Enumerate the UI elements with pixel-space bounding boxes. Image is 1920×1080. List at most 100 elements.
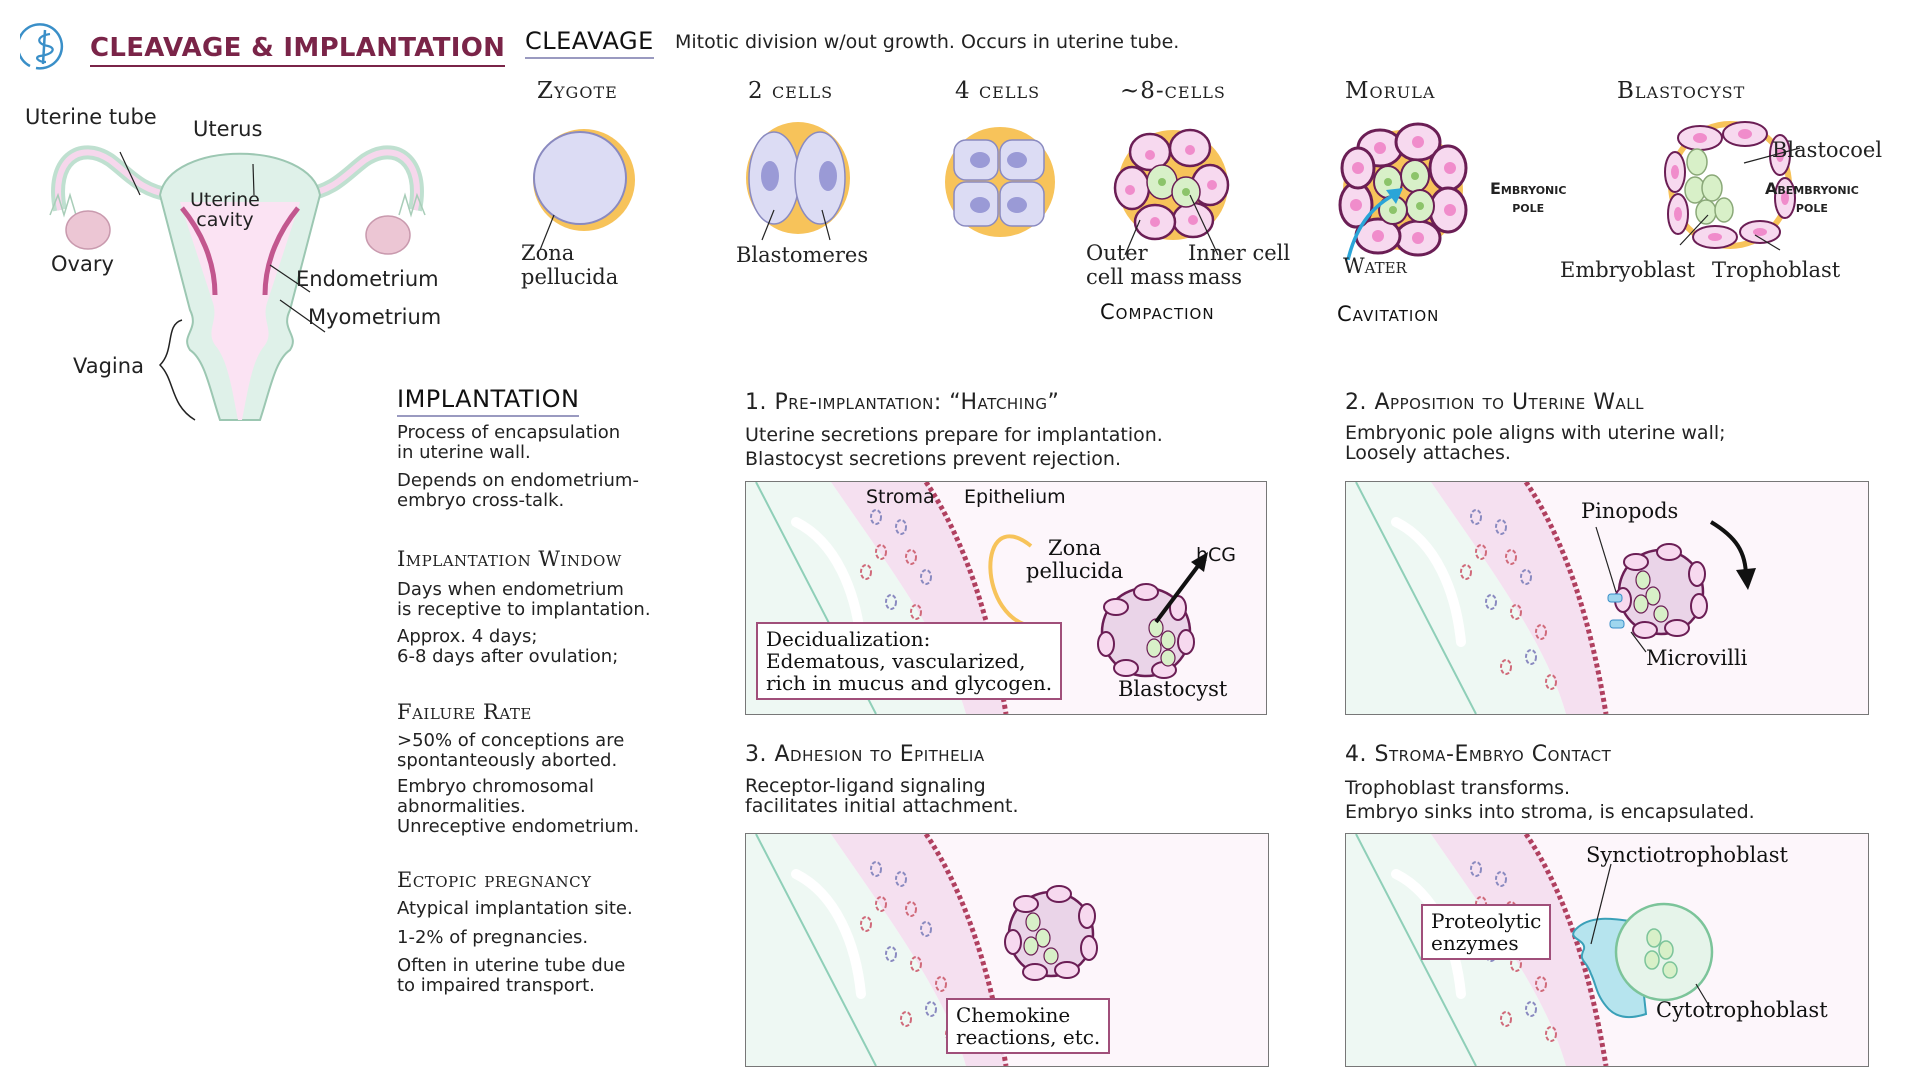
callout-proteolytic: Proteolytic enzymes (1421, 904, 1552, 960)
stroma-cell (860, 916, 872, 932)
hatching-art (988, 534, 1208, 679)
stroma-cell (1535, 976, 1547, 992)
stroma-cell (1500, 1011, 1512, 1027)
pinopod (1609, 619, 1625, 629)
label-zona-pellucida-hatch: Zona pellucida (1026, 536, 1124, 583)
label-ovary: Ovary (51, 252, 114, 276)
stroma-cell (1495, 519, 1507, 535)
ovary-right (365, 215, 411, 255)
stage-title-zygote: Zygote (537, 78, 618, 104)
apposition-blastocyst (1614, 543, 1708, 639)
ovary-left (65, 210, 111, 250)
stroma-cell (1500, 659, 1512, 675)
step-4-description: Trophoblast transforms. Embryo sinks int… (1345, 777, 1755, 823)
uterine-tube-left (49, 145, 172, 218)
stroma-cell (920, 921, 932, 937)
label-blastomeres: Blastomeres (736, 243, 869, 267)
label-hcg: hCG (1196, 544, 1237, 566)
label-blastocyst-hatch: Blastocyst (1118, 677, 1228, 701)
label-vagina: Vagina (73, 354, 144, 378)
cytotrophoblast-embryo (1614, 902, 1714, 1002)
stage-title-8-cells: ~8-cells (1120, 78, 1226, 104)
ectopic-text-1: Atypical implantation site. (397, 898, 633, 919)
step-3-description: Receptor-ligand signaling facilitates in… (745, 775, 1019, 817)
stroma-cell (895, 871, 907, 887)
endometrium-left (180, 206, 218, 296)
stroma-cell (1510, 604, 1522, 620)
implantation-intro-2: Depends on endometrium- embryo cross-tal… (397, 470, 639, 511)
cleavage-heading: CLEAVAGE (525, 27, 654, 59)
stroma-cell (935, 976, 947, 992)
stage-title-2-cells: 2 cells (748, 78, 834, 104)
stroma-cell (900, 1011, 912, 1027)
stroma-cell (1545, 674, 1557, 690)
label-blastocoel: Blastocoel (1772, 138, 1883, 162)
label-inner-cell-mass: Inner cell mass (1188, 241, 1291, 289)
blastocyst (1664, 121, 1796, 249)
label-epithelium: Epithelium (964, 486, 1066, 508)
stroma-cell (1525, 649, 1537, 665)
adhesion-blastocyst (1004, 885, 1098, 981)
caduceus-icon (16, 23, 64, 70)
ectopic-text-2: 1-2% of pregnancies. (397, 927, 589, 948)
label-abembryonic-pole: Abembryonic pole (1765, 179, 1859, 216)
window-text-2: Approx. 4 days; 6-8 days after ovulation… (397, 626, 619, 667)
label-uterine-tube: Uterine tube (25, 105, 157, 129)
label-embryoblast: Embryoblast (1560, 258, 1696, 282)
implantation-intro-1: Process of encapsulation in uterine wall… (397, 422, 621, 463)
failure-text-1: >50% of conceptions are spontanteously a… (397, 730, 625, 771)
label-stroma: Stroma (866, 486, 935, 508)
morula (1338, 122, 1468, 260)
label-myometrium: Myometrium (308, 305, 442, 329)
apposition-art (1595, 520, 1756, 653)
label-synctiotrophoblast: Synctiotrophoblast (1586, 843, 1788, 867)
ectopic-text-3: Often in uterine tube due to impaired tr… (397, 955, 626, 996)
hatching-blastocyst (1097, 583, 1195, 679)
vagina-brace (158, 319, 196, 421)
logo (16, 22, 70, 72)
label-uterus: Uterus (193, 117, 263, 141)
four-cell-embryo (945, 127, 1055, 237)
adhesion-art (1004, 885, 1098, 981)
stroma-cell (870, 509, 882, 525)
hcg-arrow (1154, 560, 1203, 624)
stroma-cell (905, 549, 917, 565)
page-title: CLEAVAGE & IMPLANTATION (90, 33, 506, 67)
stroma-contact-art (1572, 863, 1714, 1019)
callout-decidualization: Decidualization: Edematous, vascularized… (756, 622, 1063, 700)
label-water: Water (1343, 254, 1407, 278)
step-2-title: 2. Apposition to Uterine Wall (1345, 390, 1644, 415)
label-pinopods: Pinopods (1581, 499, 1679, 523)
zona-remnant (988, 534, 1037, 629)
step-2-description: Embryonic pole aligns with uterine wall;… (1345, 422, 1726, 464)
failure-heading: Failure Rate (397, 700, 532, 724)
uterus-diagram (49, 145, 426, 421)
stroma-cell (1460, 564, 1472, 580)
stroma-cell (1475, 544, 1487, 560)
label-cytotrophoblast: Cytotrophoblast (1656, 998, 1828, 1022)
stroma-cell (1495, 871, 1507, 887)
uterine-tube-right (303, 145, 426, 218)
label-zona-pellucida: Zona pellucida (521, 241, 619, 289)
myometrium-edge (1355, 834, 1477, 1066)
stroma-cell (885, 946, 897, 962)
myometrium-edge (1355, 482, 1477, 714)
stroma-cell (875, 544, 887, 560)
stroma-cell (1470, 509, 1482, 525)
callout-chemokine: Chemokine reactions, etc. (946, 998, 1111, 1054)
stroma-cell (875, 896, 887, 912)
label-uterine-cavity: Uterine cavity (190, 189, 260, 231)
stroma-cell (1520, 569, 1532, 585)
stroma-cell (1470, 861, 1482, 877)
panel-step-4: Synctiotrophoblast Cytotrophoblast Prote… (1345, 833, 1869, 1067)
ectopic-heading: Ectopic pregnancy (397, 868, 592, 892)
process-compaction: Compaction (1100, 300, 1215, 324)
stroma-cell (895, 519, 907, 535)
process-cavitation: Cavitation (1337, 302, 1440, 326)
stroma-cell (860, 564, 872, 580)
window-text-1: Days when endometrium is receptive to im… (397, 579, 651, 620)
epithelium-layer (1523, 482, 1609, 714)
pinopod (1607, 593, 1623, 603)
stroma-cell (870, 861, 882, 877)
zygote-cell (533, 129, 635, 231)
